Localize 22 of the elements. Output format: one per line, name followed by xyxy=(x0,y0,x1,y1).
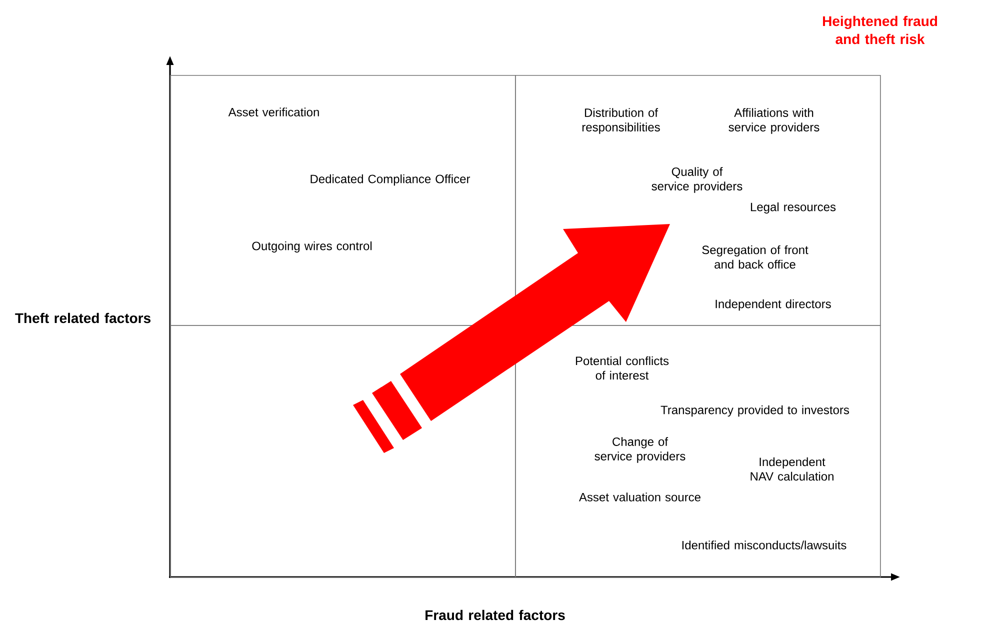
factor-text: Legal resources xyxy=(750,202,836,214)
factor-text: Outgoing wires control xyxy=(252,241,372,253)
quadrant-box xyxy=(170,325,516,578)
factor-text: Distribution of responsibilities xyxy=(582,108,660,134)
factor-text: Asset verification xyxy=(228,108,319,116)
quadrant-box xyxy=(515,325,881,578)
risk-title: Heightened fraud and theft risk xyxy=(823,16,938,44)
factor-text: Potential conflicts of interest xyxy=(576,356,669,380)
quadrant-box xyxy=(515,75,881,326)
factor-text: Change of service providers xyxy=(594,437,686,463)
factor-text: Independent directors xyxy=(716,299,831,311)
factor-text: Independent NAV calculation xyxy=(750,457,834,481)
factor-text: Transparency provided to investors xyxy=(660,405,850,417)
factor-text: Identified misconducts/lawsuits xyxy=(682,540,846,550)
axis-title: Fraud related factors xyxy=(426,610,565,620)
quadrant-box xyxy=(170,75,516,326)
factor-text: Affiliations with service providers xyxy=(728,108,820,134)
factor-text: Dedicated Compliance Officer xyxy=(310,174,470,186)
factor-text: Segregation of front and back office xyxy=(702,245,808,269)
axis-title: Theft related factors xyxy=(15,312,150,324)
factor-text: Asset valuation source xyxy=(579,492,700,502)
factor-text: Quality of service providers xyxy=(652,167,742,193)
